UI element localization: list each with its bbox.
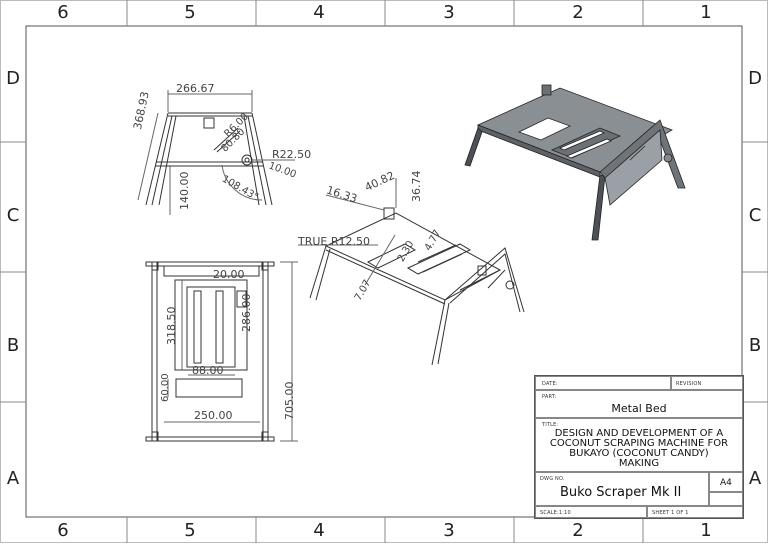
dim-d36: 36.74 [410,170,423,203]
date-cell: DATE: [535,376,671,390]
zone-col-label: 4 [313,2,325,23]
zone-row-label: B [6,335,20,356]
zone-col-label: 3 [443,2,455,23]
title-line: COCONUT SCRAPING MACHINE FOR [549,438,729,449]
size-blank-cell [709,492,743,506]
dim-d20: 20.00 [213,268,245,281]
dwg-cell: DWG NO. Buko Scraper Mk II [535,472,709,506]
part-cell: PART: Metal Bed [535,390,743,418]
title-line: MAKING [618,458,660,469]
zone-col-label: 6 [57,2,69,23]
part-label: PART: [542,394,557,400]
dim-front-width: 266.67 [176,82,215,95]
scale-cell: SCALE:1:10 [535,506,647,518]
zone-col-label-bottom: 2 [572,520,584,541]
zone-col-label: 5 [184,2,196,23]
shaded-render [464,84,686,241]
title-cell: TITLE: DESIGN AND DEVELOPMENT OF A COCON… [535,418,743,472]
dwg-number: Buko Scraper Mk II [560,485,682,500]
zone-row-label: C [6,205,20,226]
dim-d705: 705.00 [283,381,296,421]
zone-row-label: D [6,68,20,89]
title-label: TITLE: [542,422,559,428]
top-view [145,261,298,442]
sheet-cell: SHEET 1 OF 1 [647,506,743,518]
isometric-view [298,178,525,366]
dim-true-r: TRUE R12.50 [298,235,370,248]
dim-d60: 60.00 [160,373,171,402]
zone-row-label-right: D [748,68,762,89]
zone-col-label-bottom: 6 [57,520,69,541]
date-label: DATE: [542,381,558,387]
zone-row-label-right: A [748,468,762,489]
dim-d88: 88.00 [192,364,224,377]
title-block: DATE: REVISION PART: Metal Bed TITLE: DE… [534,375,744,519]
dwg-label: DWG NO. [540,476,565,482]
revision-label: REVISION [676,381,702,387]
zone-col-label: 2 [572,2,584,23]
front-view [137,90,295,215]
dim-d286: 286.00 [240,293,253,333]
dim-d318: 318.50 [165,306,178,346]
sheet-text: SHEET 1 OF 1 [652,510,689,516]
zone-row-label-right: B [748,335,762,356]
zone-col-label-bottom: 4 [313,520,325,541]
zone-col-label: 1 [700,2,712,23]
title-line: BUKAYO (COCONUT CANDY) [569,448,709,459]
dim-r22: R22.50 [272,148,312,161]
zone-col-label-bottom: 5 [184,520,196,541]
dim-d140: 140.00 [178,171,191,211]
scale-text: SCALE:1:10 [540,510,571,516]
zone-row-label: A [6,468,20,489]
part-name: Metal Bed [611,402,667,415]
zone-col-label-bottom: 1 [700,520,712,541]
title-line: DESIGN AND DEVELOPMENT OF A [554,428,724,439]
revision-cell: REVISION [671,376,743,390]
dim-d250: 250.00 [194,409,233,422]
zone-col-label-bottom: 3 [443,520,455,541]
sheet-size: A4 [720,478,732,488]
size-cell: A4 [709,472,743,492]
zone-row-label-right: C [748,205,762,226]
